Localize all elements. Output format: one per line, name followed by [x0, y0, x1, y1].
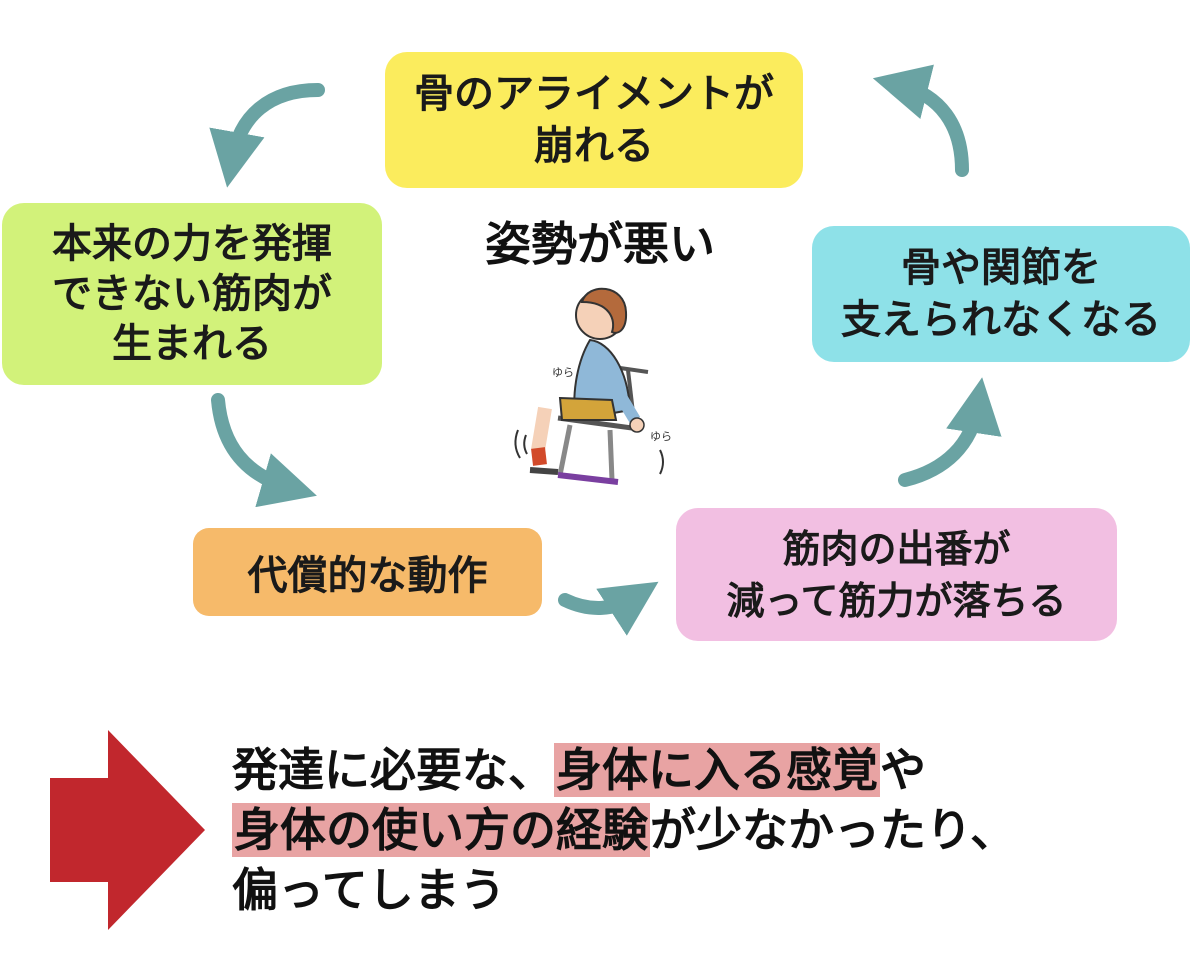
- box-muscle-weak-text: 筋肉の出番が 減って筋力が落ちる: [726, 526, 1067, 623]
- sfx-yura-right: ゆら: [650, 430, 672, 443]
- conclusion-text: 発達に必要な、身体に入る感覚や 身体の使い方の経験が少なかったり、 偏ってしまう: [232, 740, 1162, 920]
- conclusion-highlight-sensation: 身体に入る感覚: [554, 743, 880, 797]
- box-bone-alignment: 骨のアライメントが 崩れる: [385, 52, 803, 188]
- conclusion-highlight-experience: 身体の使い方の経験: [232, 803, 650, 857]
- arrow-bottom-middle: [558, 581, 659, 636]
- conclusion-part1: 発達に必要な、: [232, 743, 554, 797]
- arrow-left-down: [211, 393, 317, 508]
- box-muscle-weak: 筋肉の出番が 減って筋力が落ちる: [676, 508, 1117, 641]
- sfx-yura-left: ゆら: [552, 366, 574, 379]
- arrow-top-left: [209, 83, 325, 188]
- box-muscle-unused: 本来の力を発揮 できない筋肉が 生まれる: [2, 203, 382, 385]
- box-compensatory-text: 代償的な動作: [247, 553, 488, 599]
- box-cannot-support-text: 骨や関節を 支えられなくなる: [841, 245, 1161, 343]
- center-title: 姿勢が悪い: [485, 217, 715, 271]
- red-arrow-icon: [50, 730, 205, 930]
- arrow-top-right: [872, 64, 969, 177]
- conclusion-part3: が少なかったり、: [650, 803, 1017, 857]
- box-cannot-support: 骨や関節を 支えられなくなる: [812, 226, 1190, 362]
- box-bone-alignment-text: 骨のアライメントが 崩れる: [414, 71, 774, 169]
- box-muscle-unused-text: 本来の力を発揮 できない筋肉が 生まれる: [52, 221, 332, 367]
- conclusion-part4: 偏ってしまう: [232, 863, 506, 917]
- conclusion-part2: や: [880, 743, 926, 797]
- slouching-child-illustration: ゆら ゆら: [514, 287, 672, 485]
- arrow-right-up: [898, 377, 1002, 487]
- box-compensatory: 代償的な動作: [193, 528, 542, 616]
